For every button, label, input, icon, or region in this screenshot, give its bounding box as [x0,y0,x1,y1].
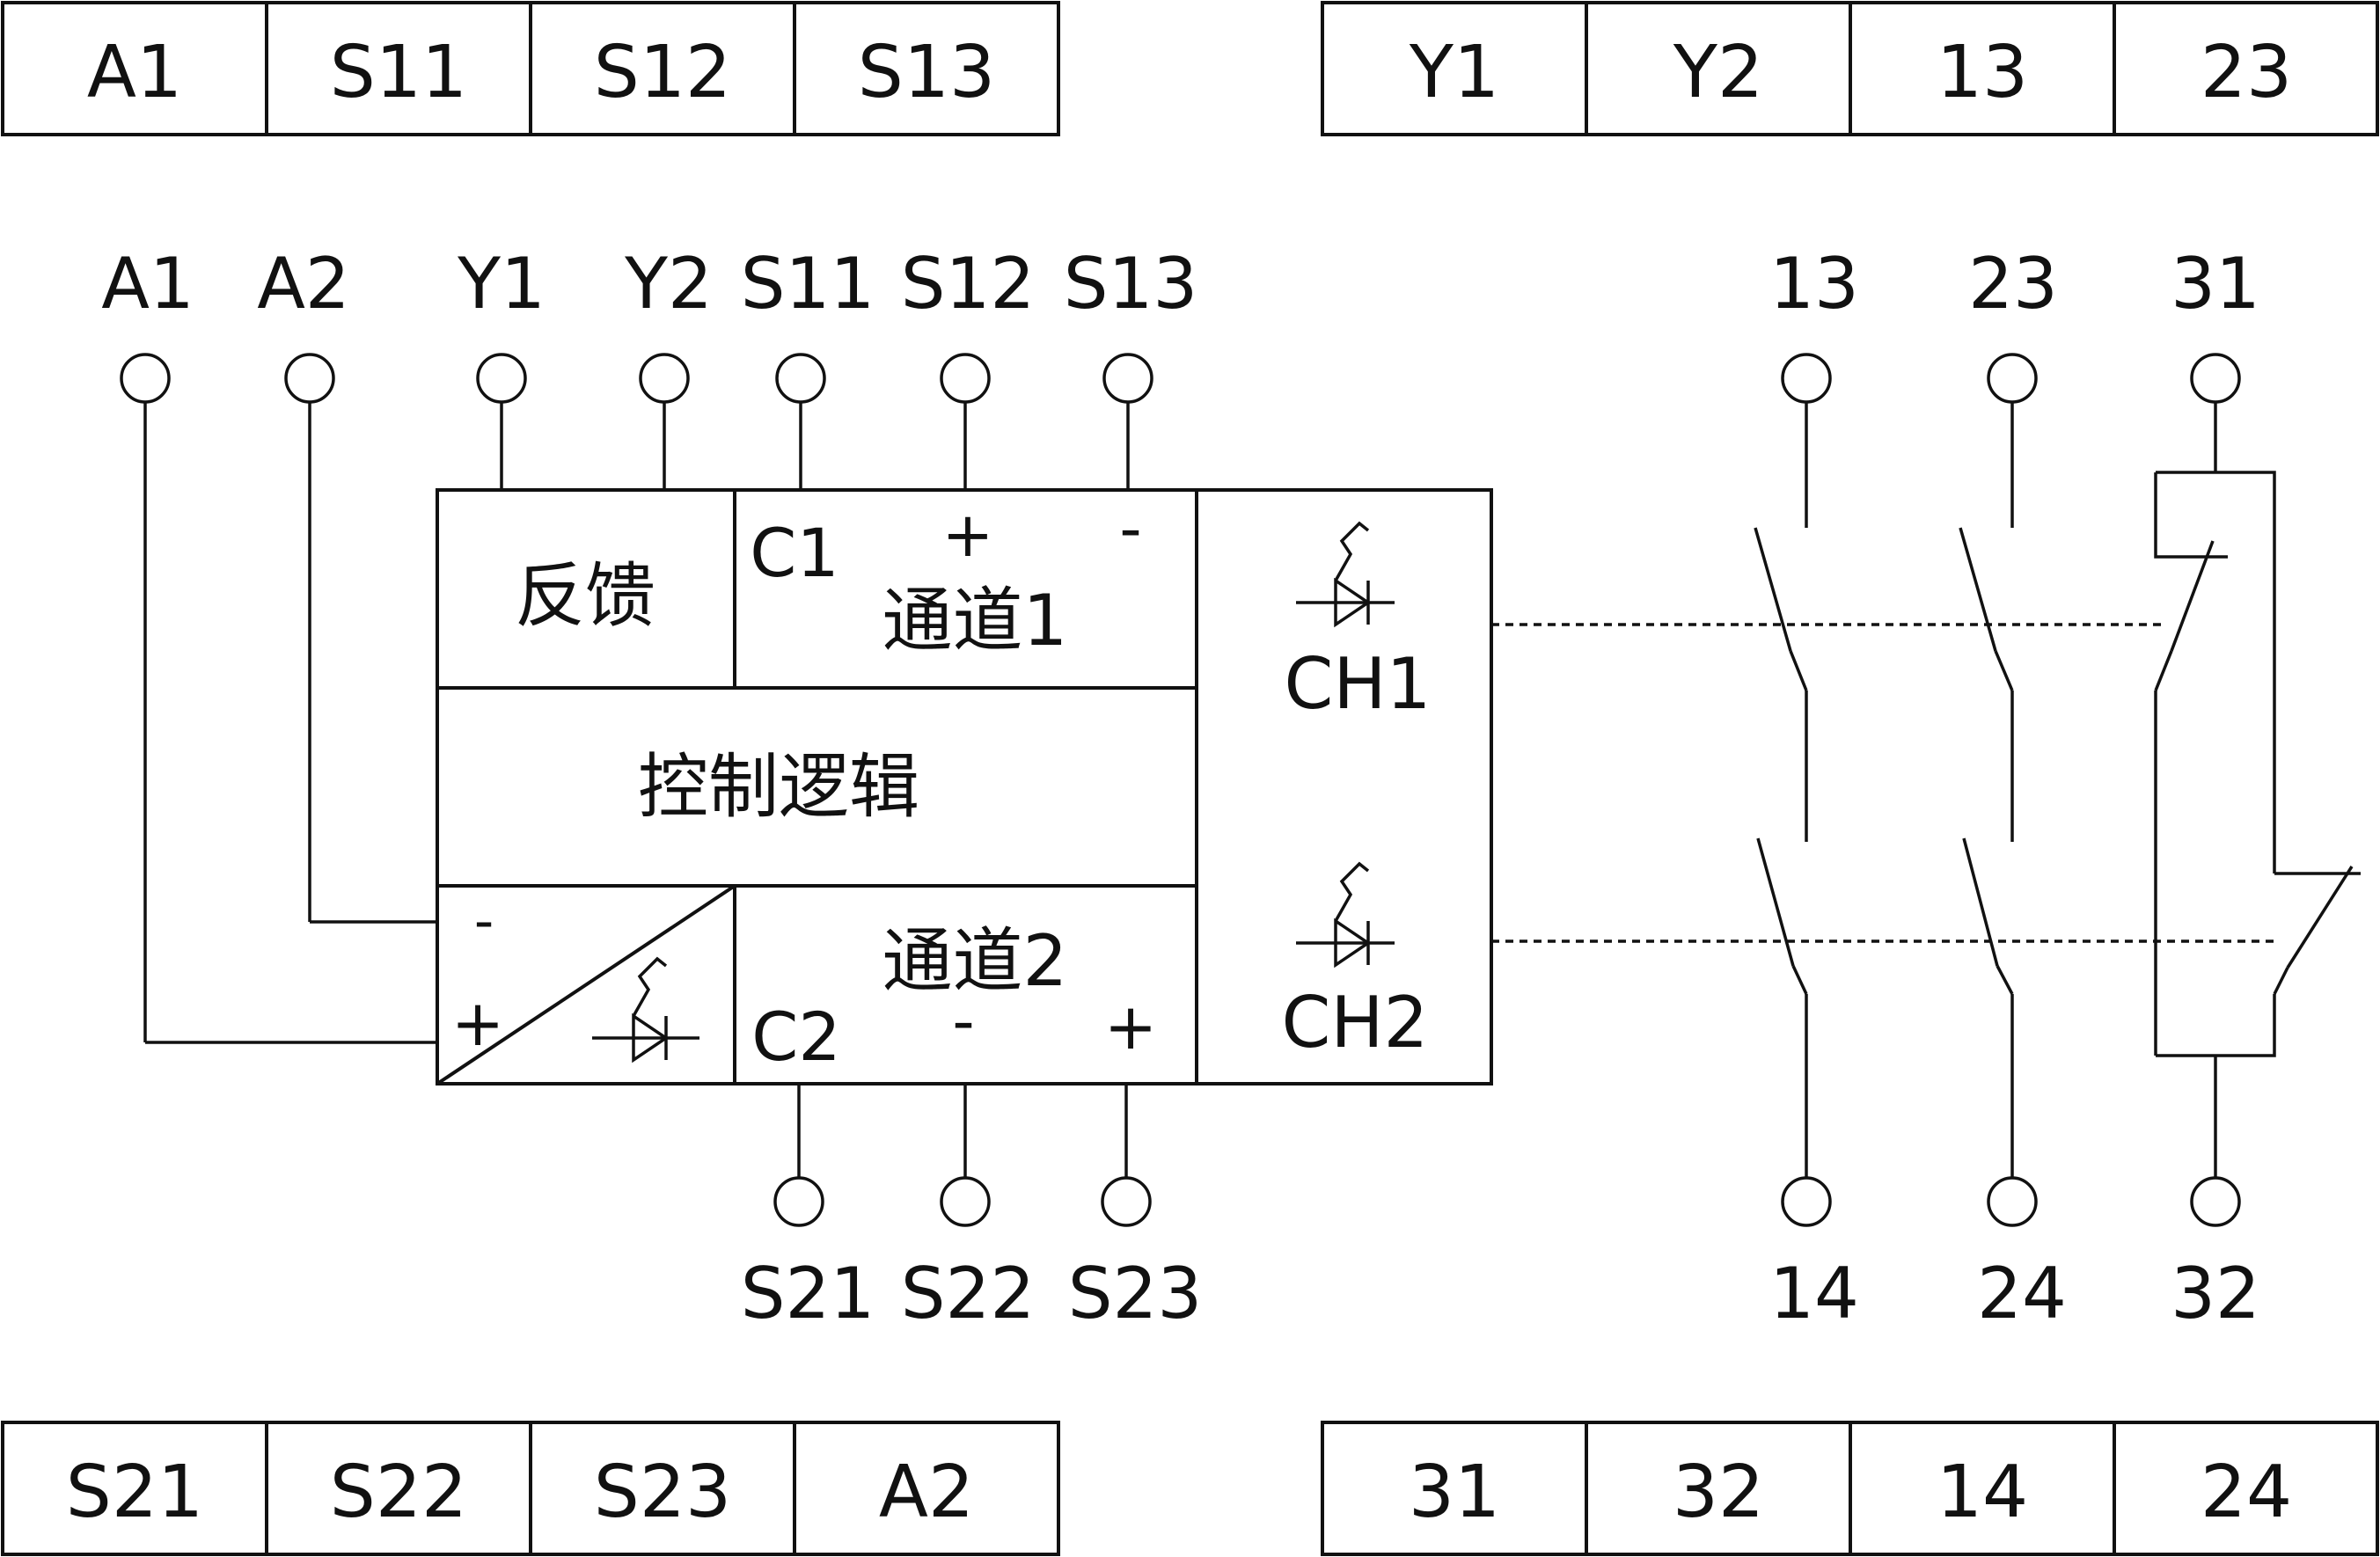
terminal-label-a2: A2 [257,243,350,325]
module-labels: 反馈 C1 + - 通道1 控制逻辑 - + 通道2 C2 - + CH1 CH… [451,493,1432,1076]
terminal-23 [1987,353,2038,404]
top-strip-left: A1 S11 S12 S13 [1,1,1060,136]
bottom-terminal-labels: S21 S22 S23 14 24 32 [741,1253,2260,1334]
terminal-s22 [940,1176,991,1227]
contact-23-24 [1959,353,2038,1227]
terminal-label-s11: S11 [741,243,875,325]
terminal-label-y2: Y2 [624,243,713,325]
strip-cell: 13 [1937,31,2028,114]
ch2-minus: - [952,985,974,1057]
strip-cell: 24 [2201,1451,2292,1534]
ch1-label: CH1 [1285,643,1432,725]
strip-cell: Y2 [1673,31,1763,114]
ch1-minus: - [1119,493,1141,565]
strip-cell: S22 [330,1451,467,1534]
strip-cell: A2 [879,1451,974,1534]
terminal-label-a1: A1 [101,243,194,325]
strip-cell: 23 [2201,31,2292,114]
strip-cell: 14 [1937,1451,2028,1534]
ch1-plus: + [942,499,994,571]
bottom-wiring [773,1084,1152,1227]
terminal-s11 [775,353,826,404]
top-terminal-labels: A1 A2 Y1 Y2 S11 S12 S13 13 23 31 [101,243,2260,325]
feedback-label: 反馈 [515,555,655,637]
terminal-31 [2190,353,2241,404]
terminal-14 [1781,1176,1832,1227]
control-logic-label: 控制逻辑 [638,746,919,828]
channel2-label: 通道2 [882,920,1068,1002]
c1-label: C1 [750,514,838,592]
channel1-label: 通道1 [882,580,1068,662]
terminal-s23 [1101,1176,1152,1227]
top-terminal-circles [120,353,1153,404]
terminal-label-s23: S23 [1068,1253,1203,1334]
strip-cell: S11 [330,31,467,114]
terminal-label-s13: S13 [1064,243,1198,325]
terminal-24 [1987,1176,2038,1227]
terminal-s12 [940,353,991,404]
ch2-label: CH2 [1282,982,1429,1064]
terminal-label-13: 13 [1769,243,1859,325]
terminal-a2 [284,353,335,404]
strip-cell: S12 [594,31,731,114]
coupling-lines [1491,623,2279,943]
strip-cell: S21 [66,1451,203,1534]
terminal-label-y1: Y1 [457,243,546,325]
top-wiring [143,403,1130,1044]
strip-cell: A1 [87,31,182,114]
terminal-y2 [639,353,690,404]
terminal-13 [1781,353,1832,404]
power-thyristor-icon [592,956,699,1064]
contact-31-32 [2154,353,2361,1227]
terminal-label-14: 14 [1769,1253,1859,1334]
strip-cell: Y1 [1409,31,1499,114]
terminal-label-s22: S22 [901,1253,1036,1334]
strip-cell: S23 [594,1451,731,1534]
c2-label: C2 [751,998,840,1076]
terminal-label-23: 23 [1968,243,2058,325]
contact-13-14 [1754,353,1832,1227]
strip-cell: 31 [1409,1451,1500,1534]
terminal-label-31: 31 [2171,243,2260,325]
power-plus: + [451,986,504,1060]
top-strip-right: Y1 Y2 13 23 [1321,1,2379,136]
terminal-label-s12: S12 [901,243,1036,325]
terminal-a1 [120,353,171,404]
terminal-s13 [1102,353,1153,404]
terminal-label-24: 24 [1977,1253,2067,1334]
strip-cell: 32 [1673,1451,1764,1534]
strip-cell: S13 [858,31,995,114]
terminal-label-s21: S21 [741,1253,875,1334]
bottom-strip-right: 31 32 14 24 [1321,1421,2379,1556]
ch2-thyristor-icon [1296,861,1395,969]
terminal-y1 [476,353,527,404]
terminal-32 [2190,1176,2241,1227]
bottom-strip-left: S21 S22 S23 A2 [1,1421,1060,1556]
ch2-plus: + [1104,990,1157,1064]
terminal-label-32: 32 [2171,1253,2260,1334]
terminal-s21 [773,1176,824,1227]
power-minus: - [474,888,494,953]
ch1-thyristor-icon [1296,521,1395,628]
